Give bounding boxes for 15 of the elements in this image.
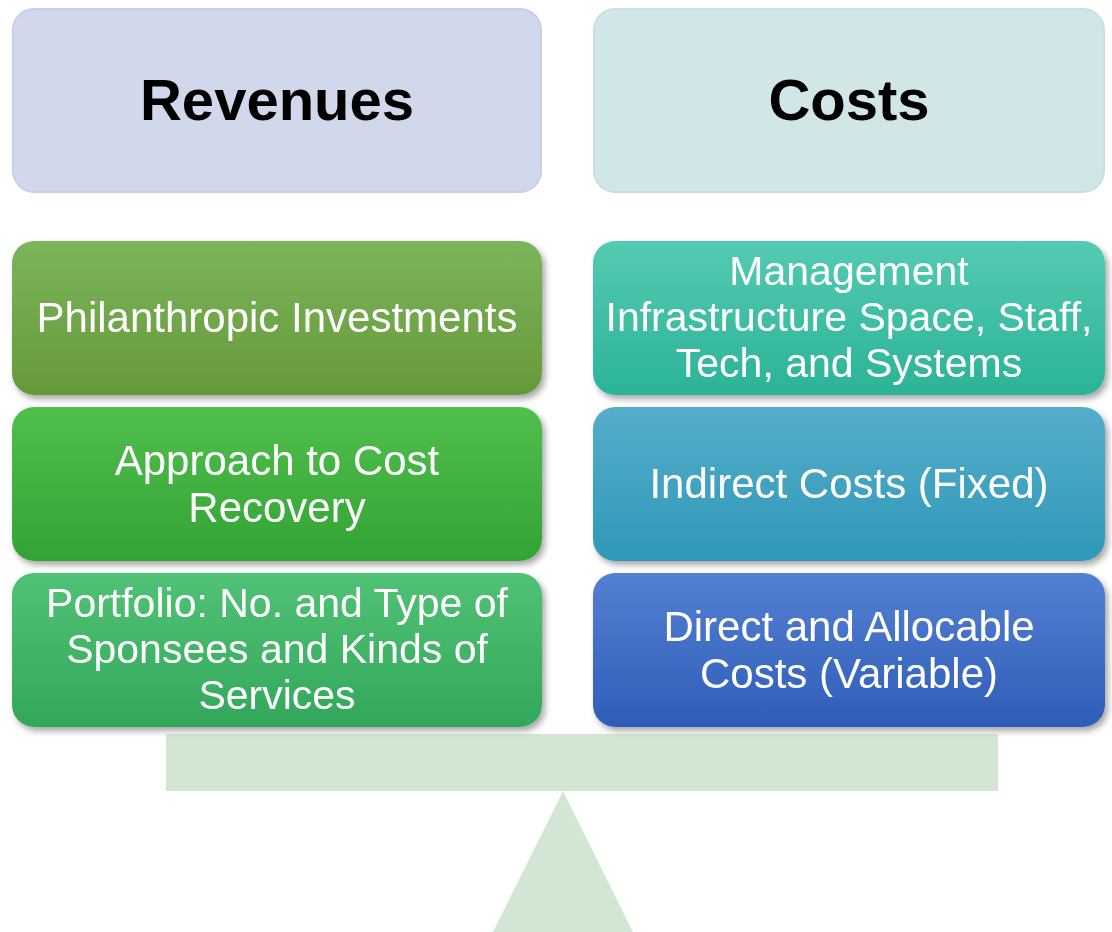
box-text: Approach to Cost Recovery [113, 436, 441, 532]
box-text: Indirect Costs (Fixed) [649, 460, 1049, 508]
box-text: Management Infrastructure Space, Staff, Tech, and Systems [605, 249, 1093, 387]
header-text: Revenues [140, 68, 414, 133]
cost-box [593, 573, 1105, 727]
revenue-box [12, 407, 542, 561]
cost-box [593, 407, 1105, 561]
revenue-box [12, 573, 542, 727]
column-header [12, 8, 542, 193]
box-text: Philanthropic Investments [36, 294, 518, 342]
column-header [593, 8, 1105, 193]
box-text: Portfolio: No. and Type of Sponsees and Kinds of Services [45, 581, 509, 719]
box-text: Direct and Allocable Costs (Variable) [662, 602, 1036, 698]
header-text: Costs [768, 68, 930, 133]
revenue-box [12, 241, 542, 395]
